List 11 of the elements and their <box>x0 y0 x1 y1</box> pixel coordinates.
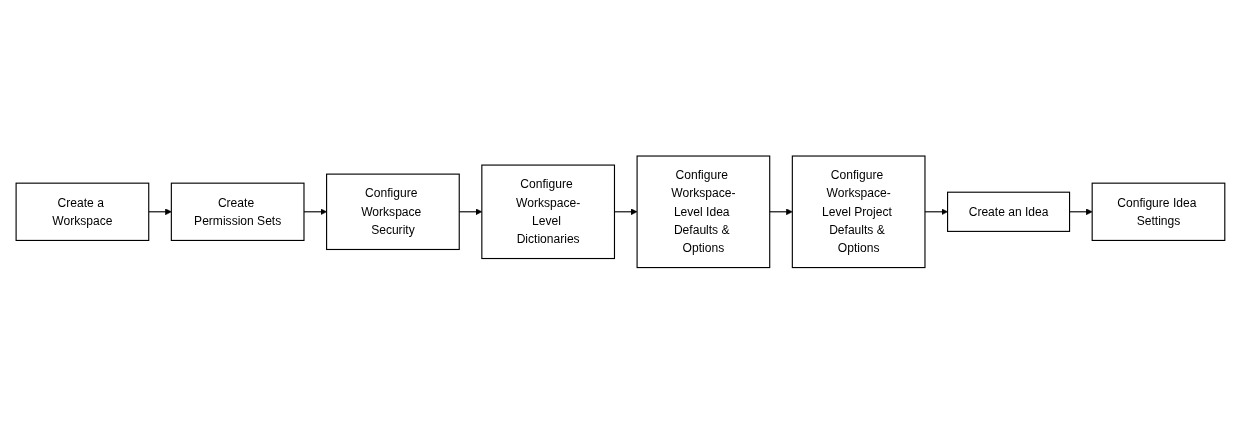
node-box: Configure Idea Settings <box>1091 182 1226 242</box>
node-box: Configure Workspace Security <box>326 173 460 251</box>
node-box: Create an Idea <box>947 191 1071 233</box>
arrow <box>148 208 172 216</box>
node-box: Create Permission Sets <box>170 182 305 242</box>
arrow <box>1069 208 1093 216</box>
arrow <box>769 208 793 216</box>
node-box: Configure Workspace-Level Dictionaries <box>481 164 616 260</box>
node-box: Configure Workspace-Level Idea Defaults & Options <box>636 155 771 269</box>
node-box: Create a Workspace <box>15 182 150 242</box>
node-box: Configure Workspace-Level Project Defaults & Options <box>791 155 926 269</box>
